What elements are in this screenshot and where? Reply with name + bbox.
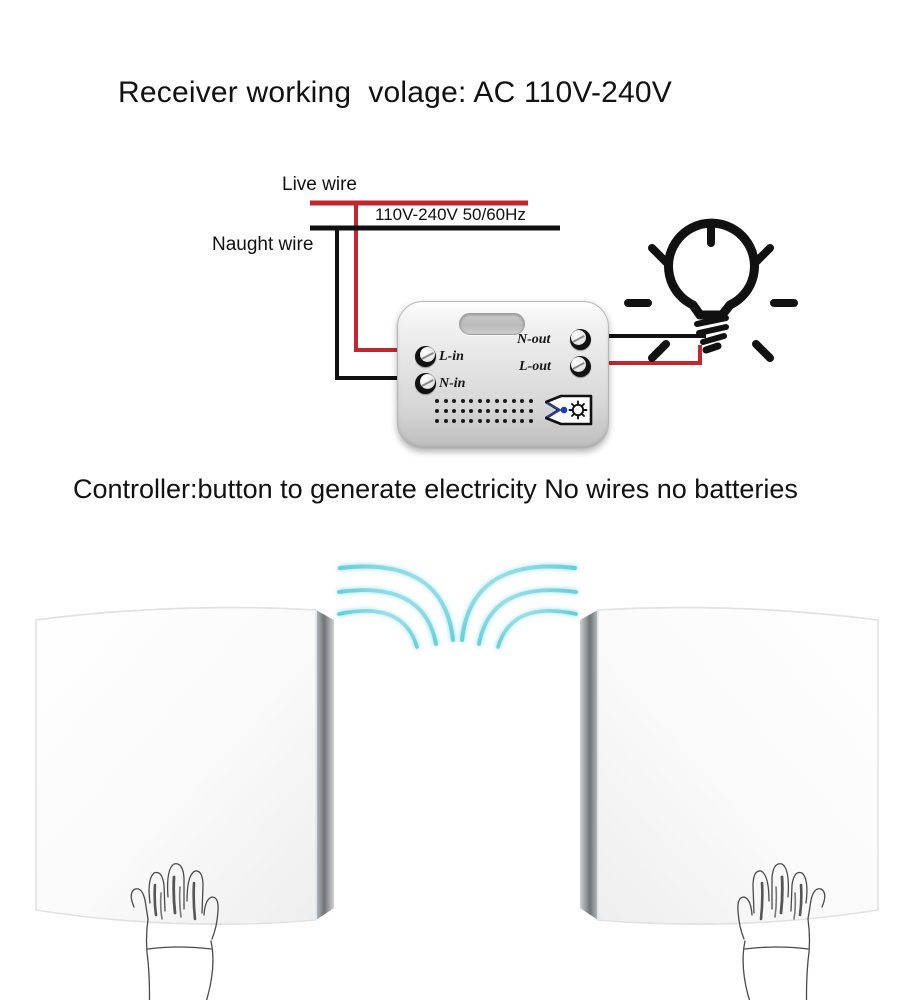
vent-hole [528, 419, 533, 423]
light-bulb-icon [624, 218, 798, 362]
vent-hole [443, 409, 448, 413]
receiver-heading: Receiver working volage: AC 110V-240V [118, 76, 673, 109]
panel-highlight [35, 606, 317, 926]
ventilation-grille [435, 399, 537, 429]
status-window-pill[interactable] [459, 313, 525, 335]
vent-hole [477, 409, 482, 413]
vent-hole [452, 399, 456, 403]
panel-highlight [597, 606, 879, 926]
vent-hole [520, 419, 524, 423]
vent-hole [477, 419, 482, 423]
vent-hole [477, 399, 482, 403]
vent-hole [494, 399, 499, 403]
vent-hole [511, 419, 516, 423]
signal-arcs-right [460, 564, 578, 649]
vent-hole [452, 409, 456, 413]
terminal-screw-l-in[interactable] [415, 346, 436, 367]
vent-hole [486, 399, 490, 403]
l-out-wire [600, 345, 702, 365]
vent-hole [452, 419, 456, 423]
vent-hole [460, 419, 465, 423]
vent-hole [469, 399, 473, 403]
vent-hole [435, 399, 439, 403]
terminal-label-n-in: N-in [439, 376, 466, 391]
live-wire-label: Live wire [282, 174, 357, 195]
controller-heading: Controller:button to generate electricit… [73, 474, 798, 504]
panel-right-bezel [316, 610, 334, 920]
vent-hole [511, 399, 516, 403]
vent-hole [443, 399, 448, 403]
vent-hole [520, 399, 524, 403]
receiver-module[interactable]: L-in N-in N-out L-out [397, 301, 609, 449]
led-indicator-icon [545, 394, 593, 426]
vent-hole [503, 419, 507, 423]
vent-hole [435, 419, 439, 423]
hand-press-icon-right [737, 863, 826, 1000]
neutral-drop-wire [335, 228, 416, 380]
terminal-screw-l-out[interactable] [570, 356, 591, 377]
panel-left-bezel [580, 610, 598, 920]
vent-hole [460, 409, 465, 413]
terminal-label-l-in: L-in [439, 349, 464, 364]
vent-hole [503, 409, 507, 413]
terminal-screw-n-out[interactable] [570, 329, 591, 350]
vent-hole [494, 409, 499, 413]
terminal-label-n-out: N-out [517, 332, 551, 347]
terminal-screw-n-in[interactable] [415, 373, 436, 394]
vent-hole [443, 419, 448, 423]
naught-wire-label: Naught wire [212, 234, 314, 255]
vent-hole [460, 399, 465, 403]
vent-hole [511, 409, 516, 413]
vent-hole [528, 409, 533, 413]
vent-hole [520, 409, 524, 413]
signal-arcs-left [337, 564, 455, 649]
vent-hole [469, 419, 473, 423]
vent-hole [486, 419, 490, 423]
live-drop-wire [354, 203, 416, 352]
terminal-label-l-out: L-out [519, 359, 551, 374]
vent-hole [435, 409, 439, 413]
vent-hole [503, 399, 507, 403]
vent-hole [469, 409, 473, 413]
vent-hole [494, 419, 499, 423]
vent-hole [528, 399, 533, 403]
wall-switch-panel-right[interactable] [568, 598, 898, 928]
supply-voltage-label: 110V-240V 50/60Hz [375, 205, 526, 224]
vent-hole [486, 409, 490, 413]
hand-press-icon-left [130, 863, 219, 1000]
